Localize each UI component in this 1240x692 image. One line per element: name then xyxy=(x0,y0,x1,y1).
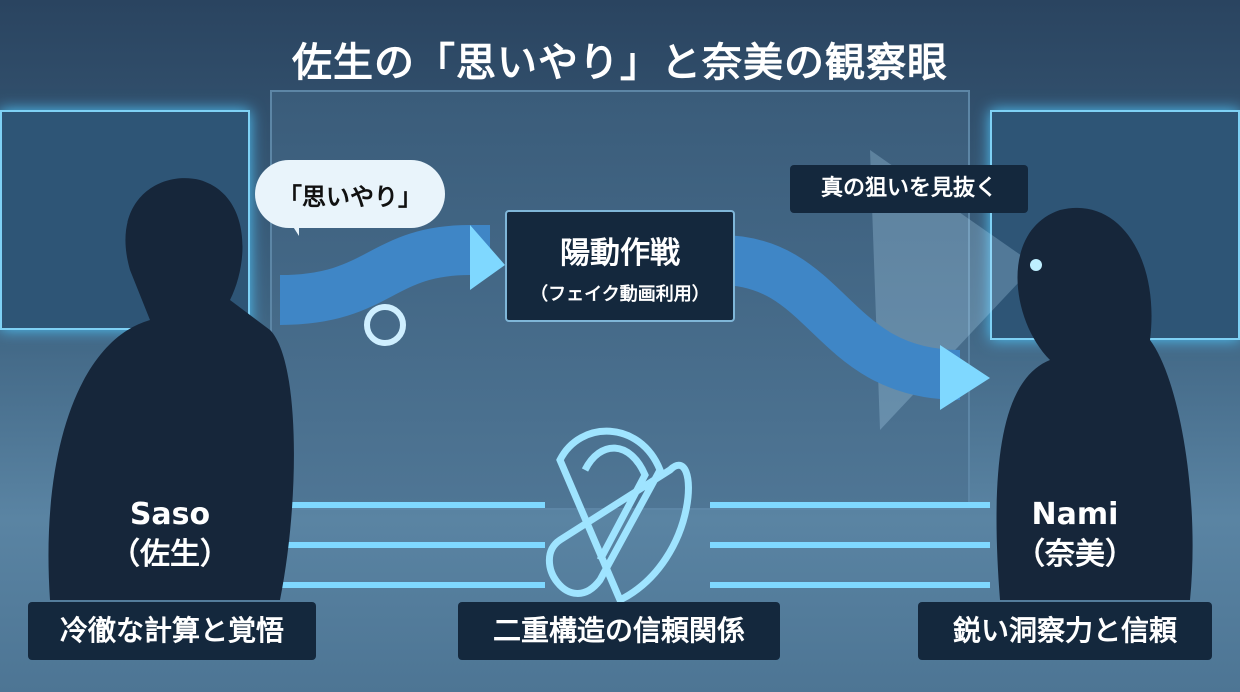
gear-icon xyxy=(364,304,406,346)
connection-lines xyxy=(270,502,990,588)
flow-arrow-right xyxy=(718,235,961,400)
nami-caption: 真の狙いを見抜く xyxy=(790,165,1028,213)
saso-label: 冷徹な計算と覚悟 xyxy=(28,602,316,660)
knot-icon xyxy=(545,427,692,605)
saso-name-jp: （佐生） xyxy=(110,537,230,572)
arrow-head-left xyxy=(470,225,505,290)
nami-name-jp: （奈美） xyxy=(1015,537,1135,572)
diversion-subtitle: （フェイク動画利用） xyxy=(530,284,710,305)
saso-silhouette xyxy=(48,178,294,600)
arrow-head-right xyxy=(940,345,990,410)
glowing-eye xyxy=(1030,259,1042,271)
nami-silhouette xyxy=(996,207,1193,601)
speech-bubble: 「思いやり」 xyxy=(255,160,445,236)
center-label: 二重構造の信頼関係 xyxy=(458,602,780,660)
flow-arrow-left xyxy=(279,225,490,325)
diversion-title: 陽動作戦 xyxy=(560,236,680,271)
page-title: 佐生の「思いやり」と奈美の観察眼 xyxy=(292,40,948,86)
diversion-box: 陽動作戦 （フェイク動画利用） xyxy=(505,210,735,322)
nami-name-block: Nami （奈美） xyxy=(1000,495,1150,575)
nami-label: 鋭い洞察力と信頼 xyxy=(918,602,1212,660)
saso-name: Saso xyxy=(129,497,211,532)
saso-name-block: Saso （佐生） xyxy=(95,495,245,575)
nami-name: Nami xyxy=(1031,497,1119,532)
